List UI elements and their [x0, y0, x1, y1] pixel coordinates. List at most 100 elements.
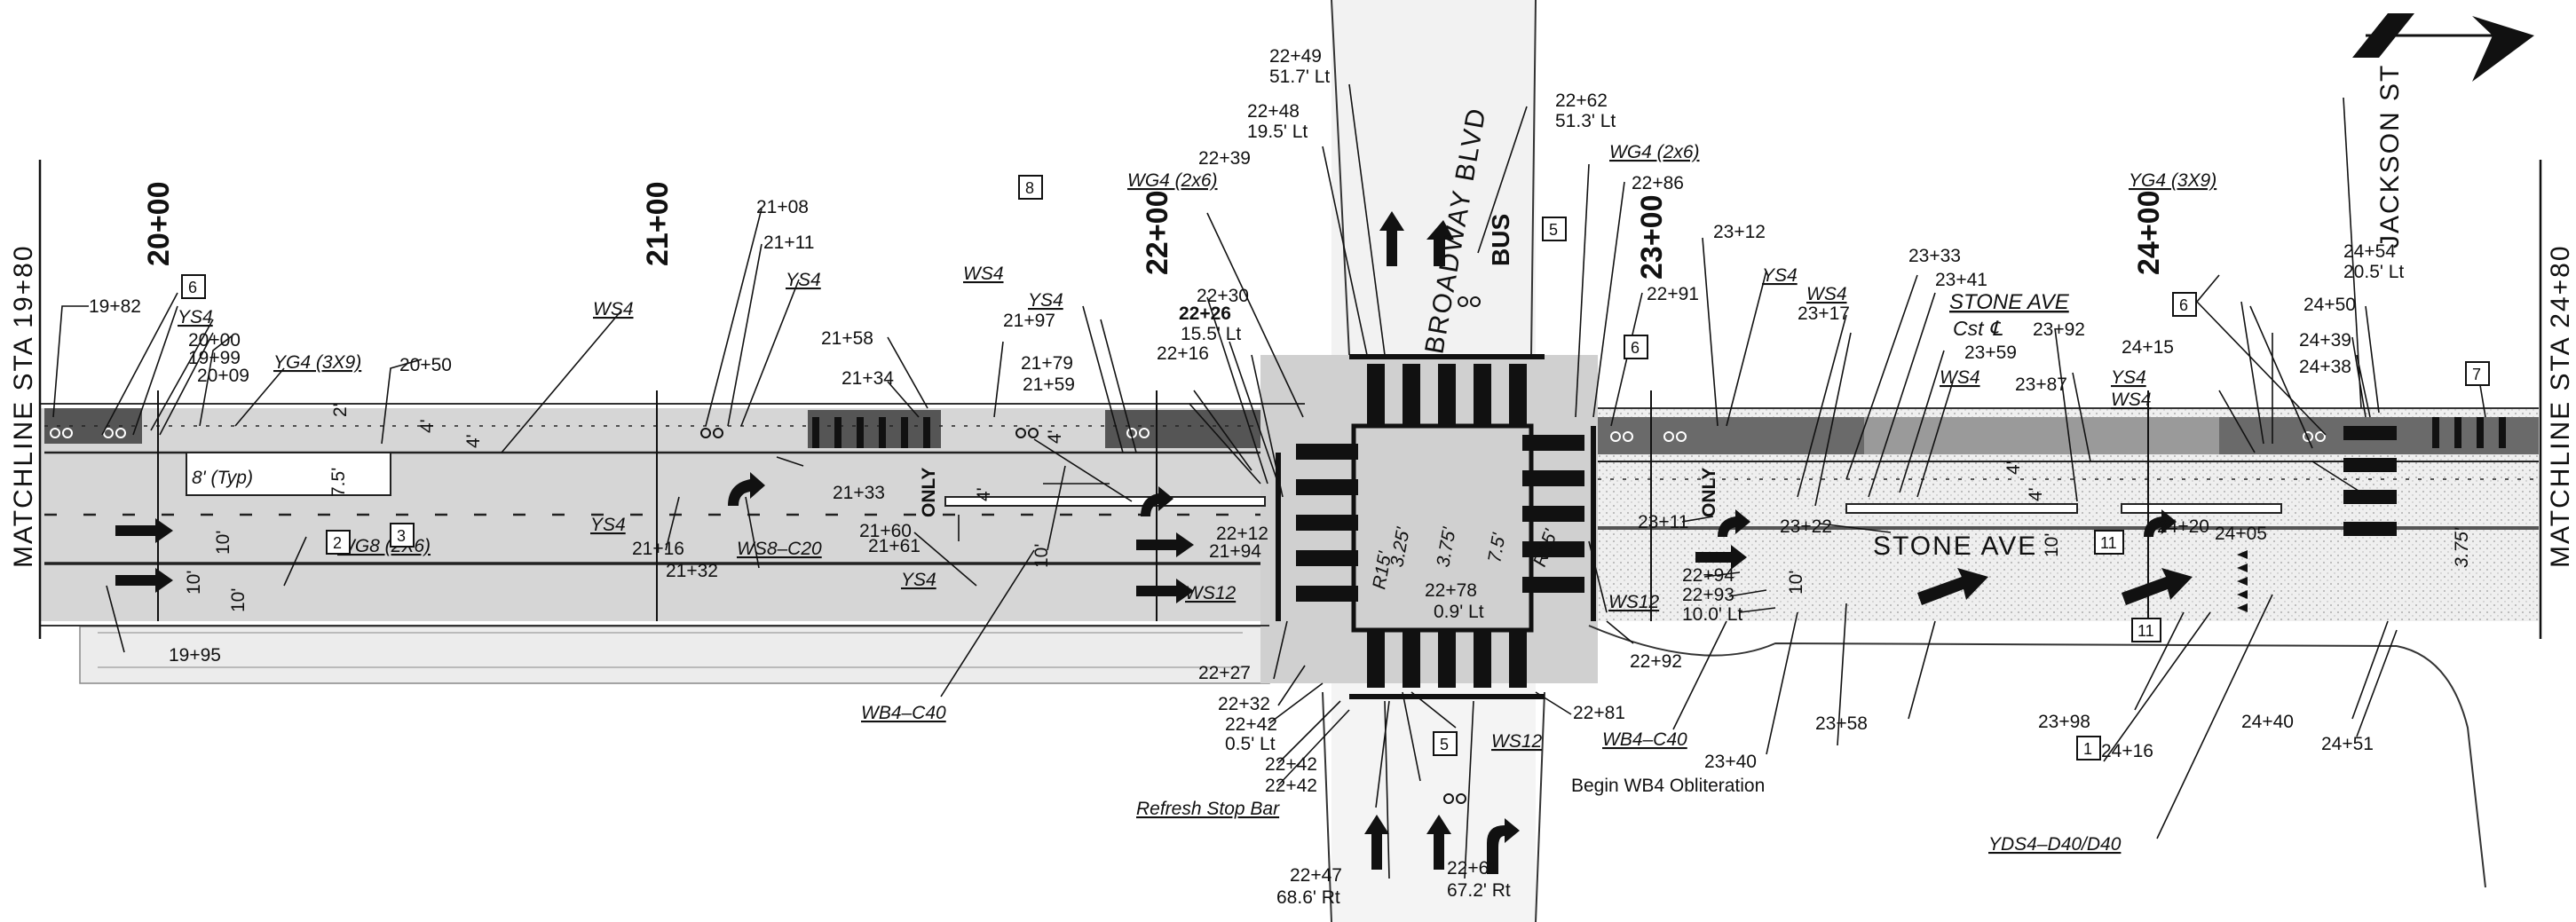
drawing-label: 23+41 — [1935, 270, 1987, 290]
drawing-label: 21+34 — [842, 368, 894, 389]
drawing-label: 22+93 — [1682, 585, 1734, 605]
through-arrow-east — [1695, 545, 1747, 570]
drawing-label: 68.6' Rt — [1276, 887, 1340, 908]
drawing-label: 21+94 — [1209, 541, 1261, 562]
drawing-label: 22+49 — [1269, 46, 1322, 67]
drawing-label: 2 — [333, 534, 342, 552]
drawing-label: 10' — [2042, 533, 2062, 557]
drawing-label: 20+00 — [188, 330, 241, 351]
tag-3: 3 — [390, 523, 415, 548]
drawing-label: YG4 (3X9) — [273, 352, 361, 373]
drawing-label: 10' — [228, 588, 249, 612]
drawing-label: 19.5' Lt — [1247, 122, 1308, 142]
bike-symbols — [50, 428, 2326, 442]
north-arrow-icon — [2352, 13, 2534, 82]
drawing-label: 22+26 — [1179, 303, 1231, 324]
tag-boxes: 6 2 3 8 5 5 6 11 11 1 6 7 — [181, 175, 2490, 760]
drawing-label: 22+42 — [1265, 754, 1317, 775]
drawing-label: WS8–C20 — [737, 539, 822, 559]
right-bike-lane-light — [1864, 417, 2219, 454]
drawing-label: 5 — [1549, 221, 1558, 239]
station-24: 24+00 — [2132, 191, 2166, 276]
drawing-label: WS4 — [2111, 390, 2152, 410]
street-name-stone: STONE AVE — [1873, 532, 2037, 561]
drawing-label: 21+32 — [666, 561, 718, 581]
drawing-label: 22+61 — [1447, 858, 1499, 879]
drawing-label: 22+16 — [1157, 343, 1209, 364]
drawing-label: 19+95 — [169, 645, 221, 666]
drawing-label: YDS4–D40/D40 — [1988, 834, 2122, 855]
drawing-label: Begin WB4 Obliteration — [1571, 776, 1765, 796]
drawing-label: WS12 — [1491, 731, 1543, 752]
drawing-label: 10.0' Lt — [1682, 604, 1742, 625]
tag-11: 11 — [2094, 530, 2124, 555]
station-23: 23+00 — [1635, 195, 1669, 280]
drawing-label: Refresh Stop Bar — [1136, 799, 1280, 819]
drawing-label: 19+99 — [188, 348, 241, 368]
drawing-label: 22+12 — [1216, 524, 1268, 544]
bike-symbols-dark — [700, 296, 1481, 804]
station-ticks — [157, 390, 2149, 621]
drawing-label: 8' (Typ) — [192, 468, 253, 488]
broadway-south — [1331, 683, 1536, 922]
pavement-arrows — [115, 211, 2193, 874]
tag-8: 8 — [1018, 175, 1043, 200]
pavement-bus: BUS — [1487, 214, 1514, 266]
pavement-only-b: ONLY — [1699, 468, 1719, 517]
crosswalk-west — [1296, 444, 1358, 602]
drawing-label: WB4–C40 — [1602, 729, 1687, 750]
drawing-label: 11 — [2100, 534, 2117, 552]
drawing-label: 20+09 — [197, 366, 249, 386]
drawing-label: 23+59 — [1964, 343, 2017, 363]
matchline-left: MATCHLINE STA 19+80 — [9, 244, 38, 568]
drawing-label: 22+91 — [1647, 284, 1699, 304]
drawing-label: YG4 (3X9) — [2129, 170, 2216, 191]
left-bike-lane-2 — [808, 410, 941, 448]
through-arrow — [1136, 532, 1194, 557]
drawing-label: 23+98 — [2038, 712, 2090, 732]
drawing-label: 6 — [1631, 339, 1640, 357]
drawing-label: 21+79 — [1021, 353, 1073, 374]
drawing-label: WG4 (2x6) — [1127, 170, 1218, 191]
drawing-label: WS4 — [963, 264, 1004, 284]
drawing-label: 23+33 — [1908, 246, 1961, 266]
drawing-label: 22+42 — [1225, 714, 1277, 735]
drawing-label: 22+86 — [1632, 173, 1684, 193]
tag-6: 6 — [181, 274, 206, 299]
crosswalk-east — [1522, 435, 1584, 593]
left-bike-lane-3 — [1105, 410, 1260, 448]
crosswalks — [812, 364, 2506, 688]
drawing-label: 22+42 — [1265, 776, 1317, 796]
drawing-label: 21+61 — [868, 536, 921, 556]
drawing-label: 24+54 — [2343, 241, 2396, 262]
station-20: 20+00 — [142, 182, 176, 267]
drawing-label: WS4 — [593, 299, 634, 319]
drawing-label: 10' — [184, 571, 204, 595]
north-arrow — [1379, 211, 1404, 266]
drawing-label: 15.5' Lt — [1181, 324, 1241, 344]
drawing-label: 10' — [1786, 571, 1806, 595]
big-arrow — [1917, 568, 1988, 605]
drawing-label: 6 — [188, 279, 197, 296]
drawing-label: 22+62 — [1555, 91, 1608, 111]
right-turn-arrow — [1718, 509, 1750, 537]
bike-skip-marks — [812, 417, 2506, 448]
dimensions: 8' (Typ) 7.5' 2' 4' 4' 10' 10' 10' 4' 4'… — [184, 403, 2472, 612]
tag-6: 6 — [1624, 335, 1648, 359]
drawing-label: 24+40 — [2241, 712, 2294, 732]
drawing-label: 4' — [417, 419, 438, 433]
drawing-label: 2' — [330, 403, 351, 417]
drawing-label: 24+05 — [2215, 524, 2267, 544]
drawing-label: WG4 (2x6) — [1609, 142, 1700, 162]
tag-11: 11 — [2131, 618, 2161, 642]
drawing-label: 24+51 — [2321, 734, 2374, 754]
drawing-label: 22+30 — [1197, 286, 1249, 306]
drawing-label: 22+92 — [1630, 651, 1682, 672]
yield-triangles — [2237, 550, 2248, 612]
drawing-label: 21+58 — [821, 328, 873, 349]
right-turn-arrow-south — [1487, 818, 1520, 874]
south-arrow — [1364, 815, 1389, 870]
drawing-label: 24+50 — [2303, 295, 2356, 315]
matchlines — [38, 160, 2542, 639]
